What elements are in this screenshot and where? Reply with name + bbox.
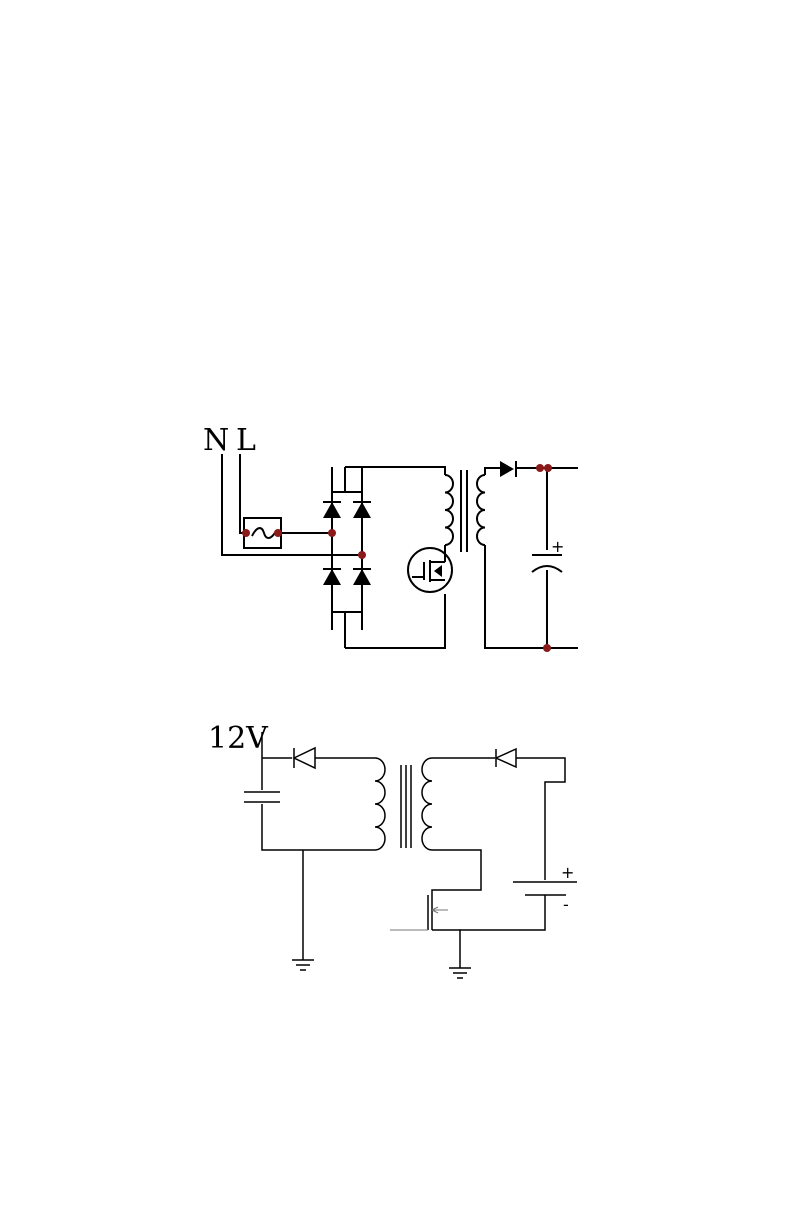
junction-nodes xyxy=(242,464,552,652)
mosfet xyxy=(408,548,452,592)
transformer xyxy=(445,470,485,552)
output-capacitor: + xyxy=(532,537,564,572)
flyback-12v-diagram: 12V xyxy=(208,721,577,978)
label-n: N xyxy=(203,423,229,458)
transformer-2 xyxy=(401,765,411,848)
primary-side xyxy=(244,732,385,970)
input-capacitor xyxy=(244,792,280,802)
switch-mosfet xyxy=(390,895,460,968)
input-diode xyxy=(294,748,315,768)
ground-2 xyxy=(449,968,471,978)
secondary-side: + - xyxy=(390,749,577,978)
label-12v: 12V xyxy=(208,721,269,756)
diode-bridge-1 xyxy=(323,502,341,518)
battery-plus: + xyxy=(561,863,574,882)
diode-bridge-4 xyxy=(353,569,371,585)
label-l: L xyxy=(236,423,256,458)
ground-1 xyxy=(292,960,314,970)
output-diode xyxy=(500,461,516,477)
diode-bridge-2 xyxy=(353,502,371,518)
secondary-diode xyxy=(496,749,516,767)
capacitor-plus: + xyxy=(551,537,564,556)
battery-minus: - xyxy=(563,895,569,914)
secondary-circuit: + xyxy=(485,461,578,648)
flyback-ac-diagram: N L xyxy=(203,423,578,652)
diode-bridge-3 xyxy=(323,569,341,585)
